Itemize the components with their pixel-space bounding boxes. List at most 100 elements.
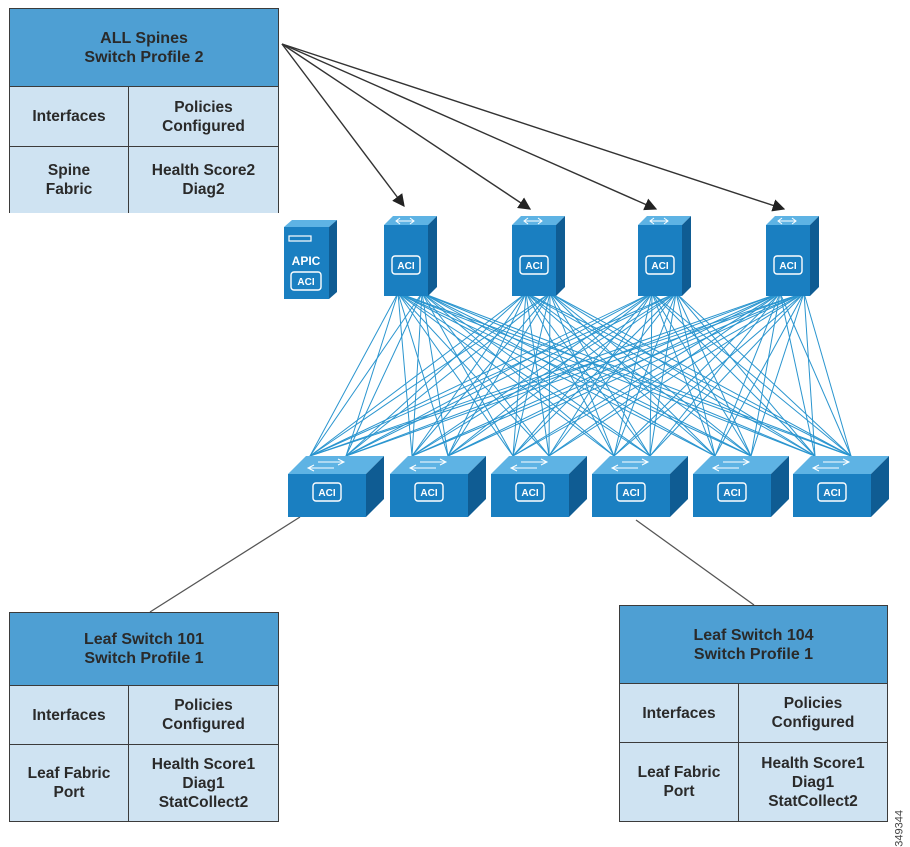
spine-interface-value-1: Spine	[47, 162, 91, 179]
leaf-104-col2-header: Policies Configured	[739, 684, 887, 742]
spine-profile-title: ALL Spines	[100, 29, 188, 47]
fabric-link	[613, 292, 653, 457]
fabric-link	[525, 292, 816, 457]
leaf-104-policy-value-2: Diag1	[791, 773, 835, 791]
fabric-link	[397, 292, 615, 457]
fabric-link	[421, 292, 752, 457]
fabric-link	[345, 292, 805, 457]
spine-policy-value-1: Health Score2	[151, 162, 256, 179]
leaf-101-interface-value-1: Leaf Fabric	[27, 765, 111, 782]
fabric-link	[651, 292, 752, 457]
fabric-link	[397, 292, 550, 457]
fabric-link	[525, 292, 716, 457]
fabric-link	[397, 292, 816, 457]
leaf-badge: ACI	[622, 488, 639, 499]
leaf-101-col1-header: Interfaces	[10, 686, 129, 744]
leaf-101-col2-header: Policies Configured	[129, 686, 278, 744]
fabric-link	[447, 292, 653, 457]
leaf-101-policies-header-1: Policies	[174, 697, 233, 714]
leaf-104-header-row: Interfaces Policies Configured	[620, 684, 887, 742]
leaf-104-policy-value-3: StatCollect2	[768, 792, 858, 810]
leaf-badge: ACI	[521, 488, 538, 499]
fabric-link	[649, 292, 781, 457]
apic-label: APIC	[292, 254, 321, 268]
fabric-link	[309, 292, 677, 457]
leaf-switch-2: ACI	[390, 456, 486, 517]
leaf-badge: ACI	[723, 488, 740, 499]
fabric-link	[675, 292, 852, 457]
fabric-link	[411, 292, 653, 457]
spine-interfaces-header: Interfaces	[32, 108, 106, 125]
fabric-link	[411, 292, 527, 457]
fabric-link	[548, 292, 781, 457]
fabric-link	[411, 292, 423, 457]
fabric-link	[512, 292, 527, 457]
leaf-104-col1-value: Leaf Fabric Port	[620, 743, 739, 821]
arrow-to-spine-2	[281, 43, 532, 210]
fabric-link	[651, 292, 816, 457]
fabric-link	[649, 292, 653, 457]
fabric-link	[447, 292, 527, 457]
leaf-101-link	[149, 516, 301, 613]
leaf-101-col1-value: Leaf Fabric Port	[10, 745, 129, 821]
fabric-link	[309, 292, 805, 457]
spine-col2-value: Health Score2 Diag2	[129, 147, 278, 213]
spine-policies-header-1: Policies	[174, 98, 233, 116]
fabric-link	[397, 292, 852, 457]
fabric-link	[397, 292, 449, 457]
spine-col1-value: Spine Fabric	[10, 147, 129, 213]
fabric-link	[421, 292, 651, 457]
spine-policies-header-2: Configured	[162, 117, 245, 135]
fabric-link	[548, 292, 677, 457]
apic-badge: ACI	[297, 277, 314, 288]
spine-badge: ACI	[779, 261, 796, 272]
fabric-link	[803, 292, 816, 457]
fabric-link	[750, 292, 781, 457]
leaf-104-policies-header-2: Configured	[771, 714, 855, 731]
leaf-104-link	[635, 519, 755, 606]
fabric-link	[512, 292, 677, 457]
fabric-link	[651, 292, 716, 457]
leaf-badge: ACI	[420, 488, 437, 499]
fabric-link	[651, 292, 852, 457]
fabric-link	[411, 292, 805, 457]
spine-switch-profile: ALL Spines Switch Profile 2 Interfaces P…	[9, 8, 279, 213]
profile-arrows	[281, 43, 786, 212]
spine-switch-3: ACI	[638, 216, 691, 296]
fabric-link	[345, 292, 653, 457]
spine-col1-header: Interfaces	[10, 87, 129, 146]
fabric-link	[447, 292, 781, 457]
leaf-101-policy-value-2: Diag1	[182, 774, 225, 792]
fabric-link	[525, 292, 651, 457]
leaf-104-interface-value-2: Port	[663, 783, 695, 800]
leaf-104-profile-title: Leaf Switch 104	[693, 626, 814, 644]
fabric-links	[309, 292, 852, 457]
fabric-link	[397, 292, 413, 457]
arrow-to-spine-3	[281, 43, 658, 211]
leaf-101-policies-header-2: Configured	[162, 716, 245, 733]
leaf-badge: ACI	[318, 488, 335, 499]
leaf-switch-1: ACI	[288, 456, 384, 517]
fabric-link	[512, 292, 805, 457]
fabric-link	[675, 292, 816, 457]
fabric-link	[397, 292, 514, 457]
spine-profile-value-row: Spine Fabric Health Score2 Diag2	[10, 146, 278, 213]
fabric-link	[803, 292, 852, 457]
spine-col2-header: Policies Configured	[129, 87, 278, 146]
leaf-101-interfaces-header: Interfaces	[32, 706, 106, 724]
leaf-101-col2-value: Health Score1 Diag1 StatCollect2	[129, 745, 278, 821]
leaf-association-lines	[149, 516, 755, 613]
fabric-link	[649, 292, 677, 457]
fabric-link	[421, 292, 615, 457]
fabric-link	[421, 292, 716, 457]
leaf-101-policy-value-1: Health Score1	[151, 755, 256, 773]
leaf-101-value-row: Leaf Fabric Port Health Score1 Diag1 Sta…	[10, 744, 278, 821]
fabric-link	[309, 292, 781, 457]
fabric-link	[345, 292, 399, 457]
fabric-link	[779, 292, 852, 457]
leaf-104-interface-value-1: Leaf Fabric	[637, 764, 721, 781]
leaf-104-interfaces-header: Interfaces	[642, 704, 716, 722]
